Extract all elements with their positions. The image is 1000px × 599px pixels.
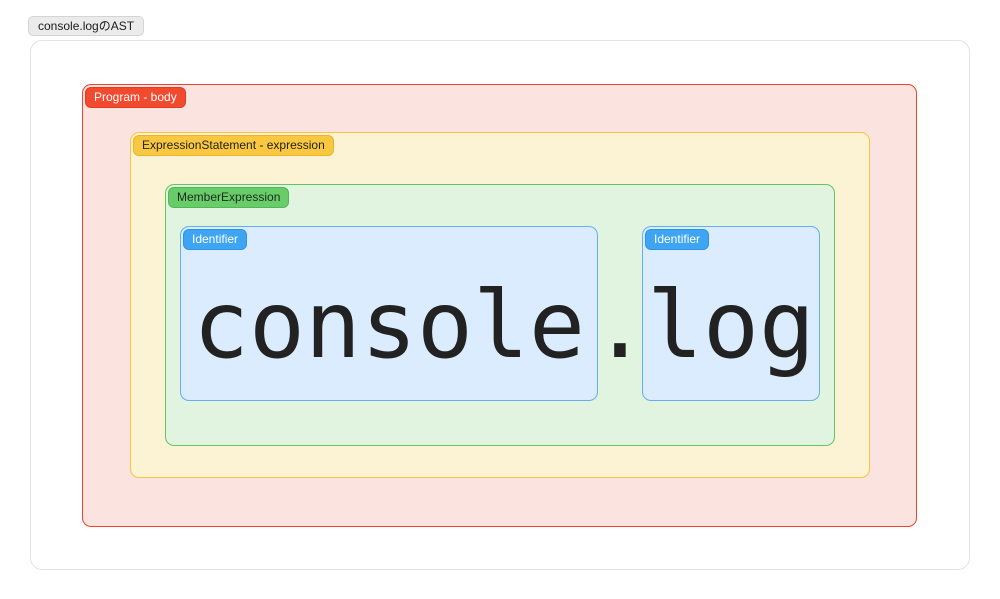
ast-node-identifier-object: Identifier console: [180, 226, 598, 401]
ast-node-identifier-object-label: Identifier: [183, 229, 248, 250]
identifier-object-value: console: [193, 270, 585, 379]
ast-node-member-expression: MemberExpression Identifier console . Id…: [165, 184, 835, 446]
ast-node-expression-statement: ExpressionStatement - expression MemberE…: [130, 132, 870, 478]
page-title: console.logのAST: [28, 16, 145, 36]
ast-node-member-expression-label: MemberExpression: [168, 187, 290, 208]
identifier-property-value: log: [647, 270, 815, 379]
diagram-card: Program - body ExpressionStatement - exp…: [30, 40, 970, 570]
identifier-row: Identifier console . Identifier log: [180, 226, 820, 401]
ast-node-identifier-property-label: Identifier: [645, 229, 710, 250]
ast-node-expression-statement-label: ExpressionStatement - expression: [133, 135, 334, 156]
ast-node-program-label: Program - body: [85, 87, 186, 108]
member-access-dot: .: [592, 270, 648, 379]
ast-node-identifier-property: Identifier log: [642, 226, 820, 401]
member-access-separator-cell: .: [592, 226, 648, 401]
ast-node-program: Program - body ExpressionStatement - exp…: [82, 84, 917, 527]
